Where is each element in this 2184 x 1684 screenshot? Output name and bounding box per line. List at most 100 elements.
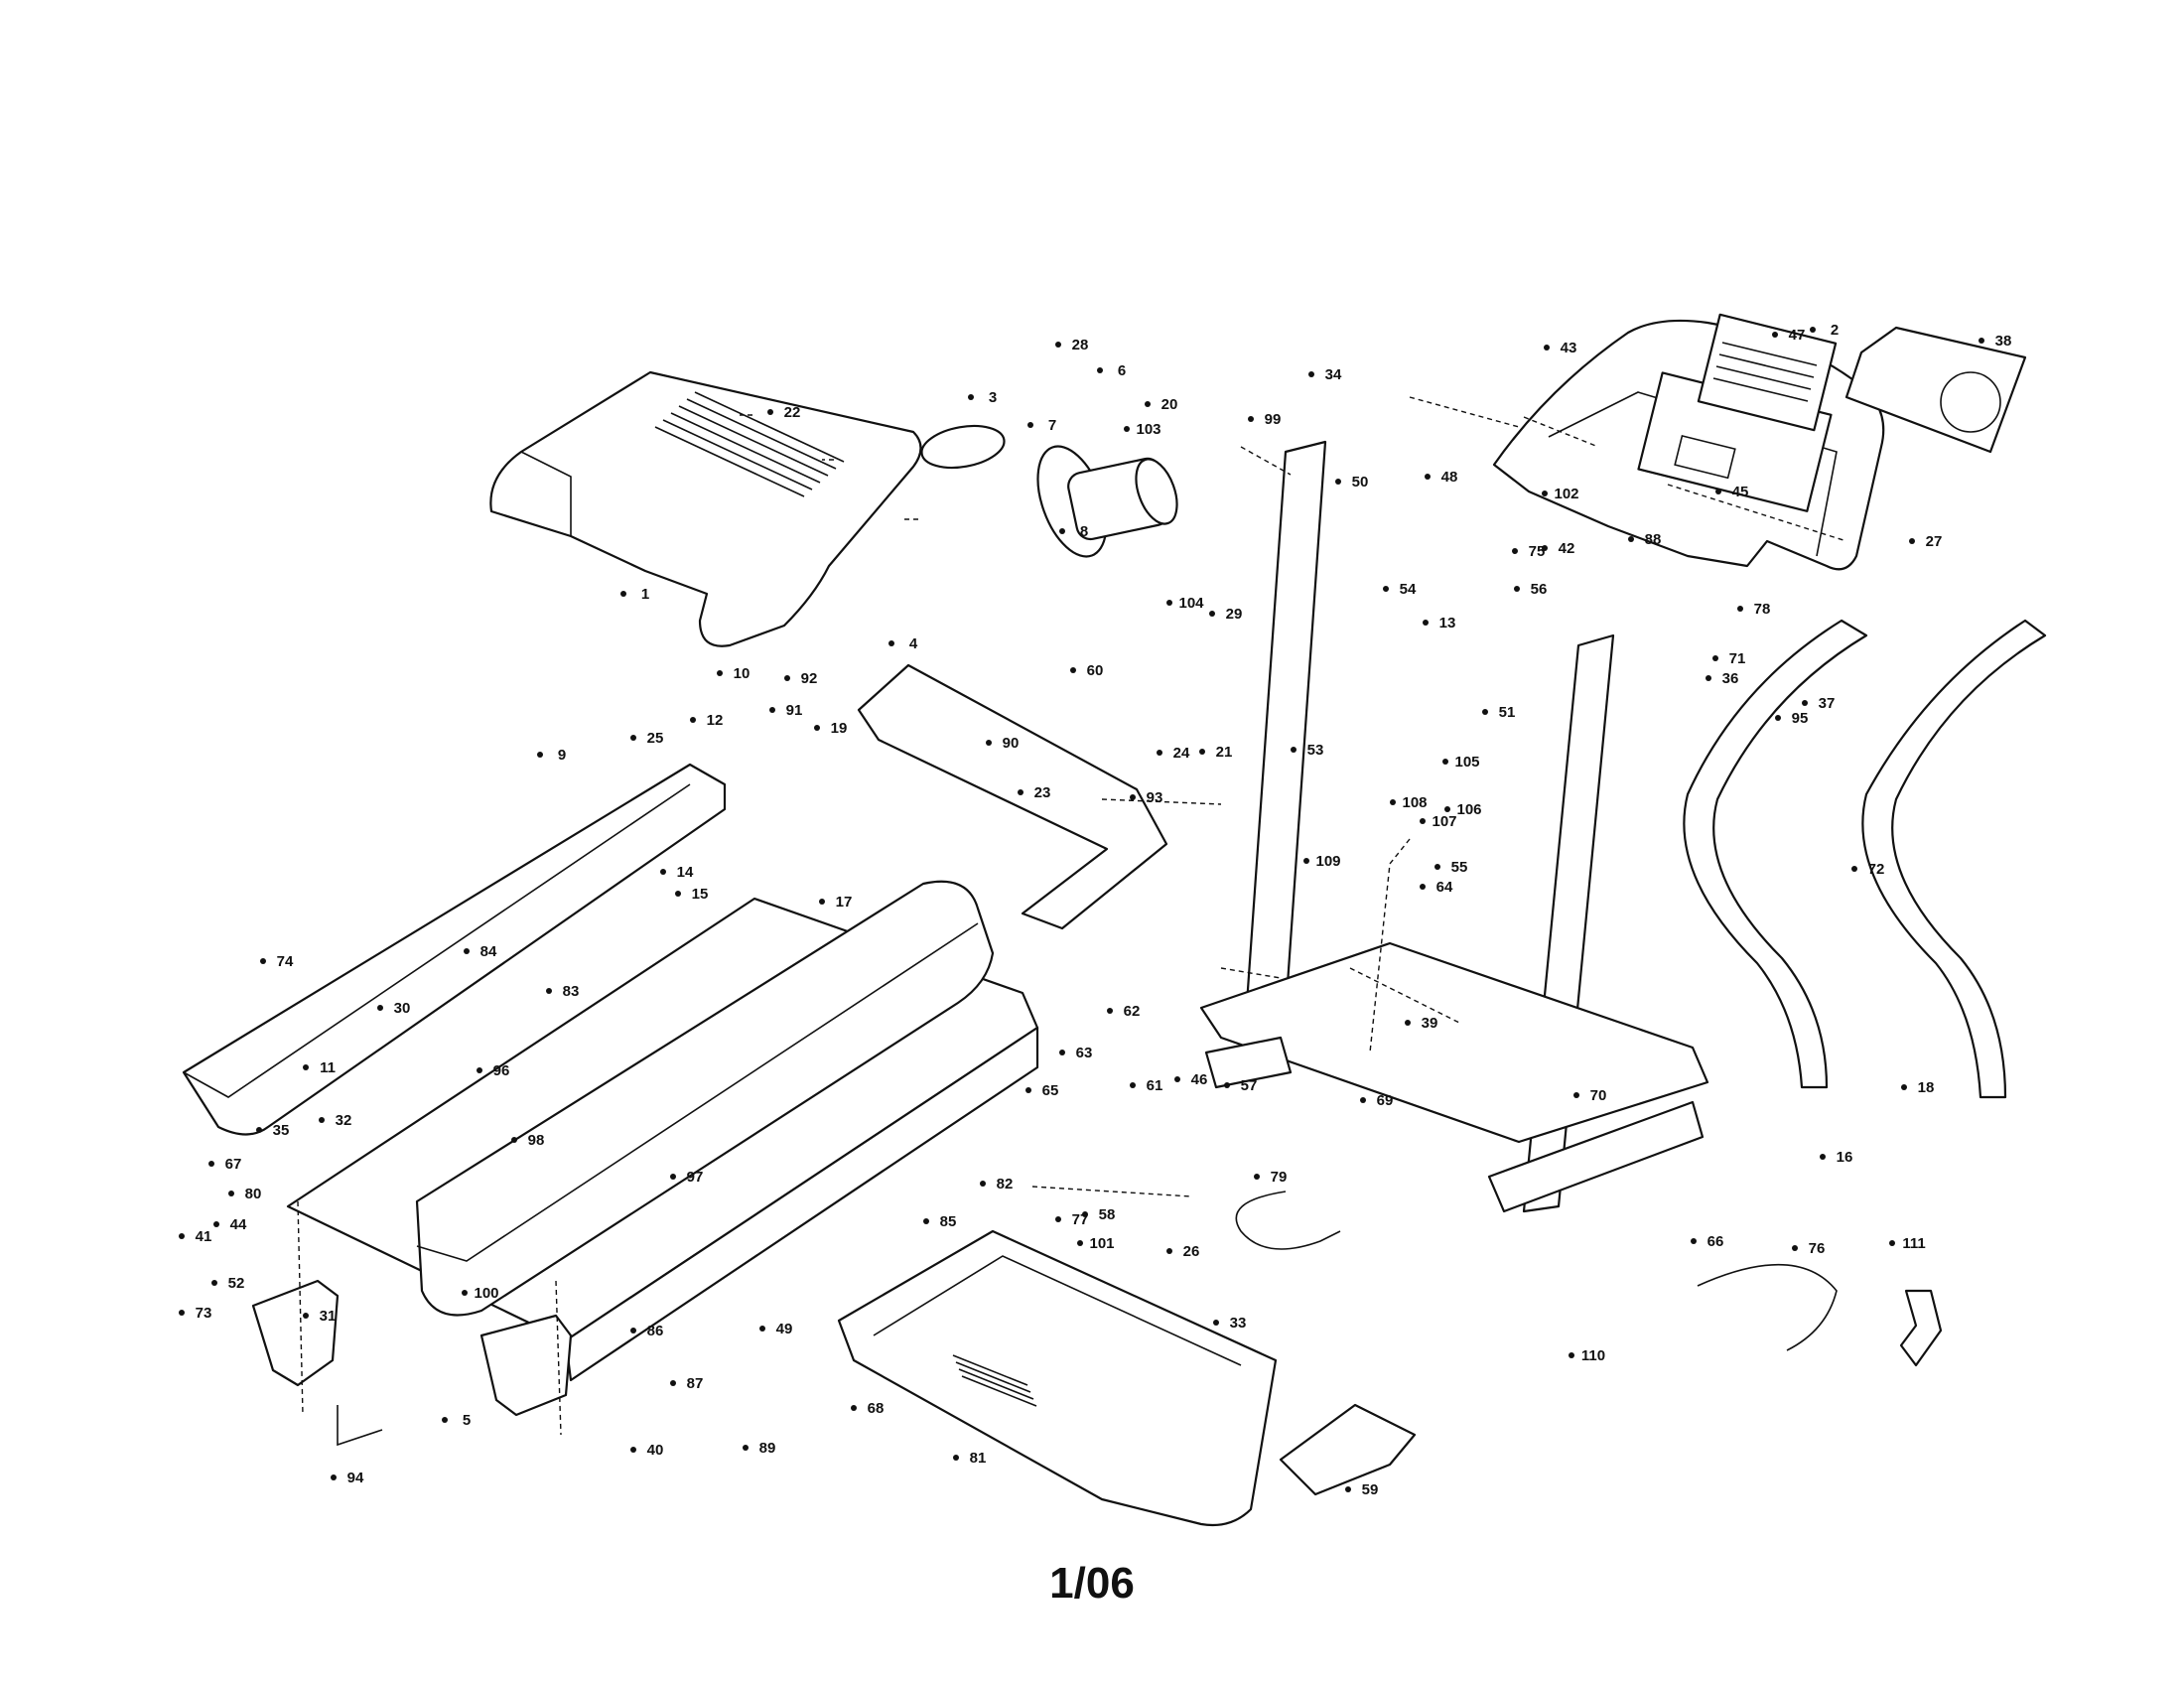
callout-87: 87 <box>687 1375 704 1392</box>
callout-31: 31 <box>320 1308 337 1325</box>
callout-14: 14 <box>677 864 694 881</box>
callout-marker-93 <box>1130 794 1136 800</box>
frame <box>857 663 1168 930</box>
callout-50: 50 <box>1352 474 1369 491</box>
callout-marker-85 <box>923 1218 929 1224</box>
callout-55: 55 <box>1451 859 1468 876</box>
callout-32: 32 <box>336 1112 352 1129</box>
callout-marker-94 <box>331 1474 337 1480</box>
callout-marker-100 <box>462 1290 468 1296</box>
callout-marker-33 <box>1213 1320 1219 1326</box>
handrail-left <box>1683 619 1868 1089</box>
callout-20: 20 <box>1161 396 1178 413</box>
callout-12: 12 <box>707 712 724 729</box>
callout-19: 19 <box>831 720 848 737</box>
callout-86: 86 <box>647 1323 664 1339</box>
callout-77: 77 <box>1072 1211 1089 1228</box>
callout-marker-68 <box>851 1405 857 1411</box>
callout-marker-39 <box>1405 1020 1411 1026</box>
callout-marker-19 <box>814 725 820 731</box>
callout-81: 81 <box>970 1450 987 1467</box>
callout-marker-89 <box>743 1445 749 1451</box>
callout-71: 71 <box>1729 650 1746 667</box>
callout-marker-88 <box>1628 536 1634 542</box>
callout-67: 67 <box>225 1156 242 1173</box>
callout-75: 75 <box>1529 543 1546 560</box>
callout-marker-83 <box>546 988 552 994</box>
callout-11: 11 <box>320 1059 336 1076</box>
callout-59: 59 <box>1362 1481 1379 1498</box>
callout-marker-72 <box>1851 866 1857 872</box>
callout-109: 109 <box>1315 853 1340 870</box>
callout-marker-35 <box>256 1127 262 1133</box>
callout-marker-62 <box>1107 1008 1113 1014</box>
callout-marker-90 <box>986 740 992 746</box>
callout-marker-29 <box>1209 611 1215 617</box>
callout-93: 93 <box>1147 789 1163 806</box>
callout-marker-97 <box>670 1174 676 1180</box>
callout-marker-99 <box>1248 416 1254 422</box>
callout-45: 45 <box>1732 484 1749 500</box>
base-frame <box>1199 941 1709 1213</box>
callout-marker-46 <box>1174 1076 1180 1082</box>
end-cap-left <box>251 1279 340 1387</box>
callout-103: 103 <box>1136 421 1160 438</box>
callout-64: 64 <box>1436 879 1453 896</box>
callout-marker-22 <box>767 409 773 415</box>
leader-lines <box>297 396 1847 1436</box>
callout-marker-82 <box>980 1181 986 1187</box>
callout-84: 84 <box>480 943 497 960</box>
callout-marker-105 <box>1442 759 1448 765</box>
callout-marker-18 <box>1901 1084 1907 1090</box>
callout-marker-74 <box>260 958 266 964</box>
bracket <box>337 1405 383 1447</box>
callout-marker-57 <box>1224 1082 1230 1088</box>
handrail-right <box>1861 619 2047 1099</box>
callout-108: 108 <box>1402 794 1427 811</box>
callout-35: 35 <box>273 1122 290 1139</box>
callout-82: 82 <box>997 1176 1014 1193</box>
callout-57: 57 <box>1241 1077 1258 1094</box>
callout-110: 110 <box>1581 1347 1605 1364</box>
callout-marker-76 <box>1792 1245 1798 1251</box>
callout-marker-98 <box>511 1137 517 1143</box>
callout-marker-79 <box>1254 1174 1260 1180</box>
callout-7: 7 <box>1048 417 1056 434</box>
drive-belt <box>920 424 1006 470</box>
page-number: 1/06 <box>1049 1559 1135 1608</box>
controller <box>1279 1403 1417 1496</box>
callout-marker-95 <box>1775 715 1781 721</box>
callout-10: 10 <box>734 665 751 682</box>
callout-56: 56 <box>1531 581 1548 598</box>
callout-46: 46 <box>1191 1071 1208 1088</box>
callout-9: 9 <box>558 747 566 764</box>
callout-marker-3 <box>968 394 974 400</box>
callout-marker-1 <box>620 591 626 597</box>
callout-79: 79 <box>1271 1169 1288 1186</box>
base-pan <box>837 1229 1278 1527</box>
callout-38: 38 <box>1995 333 2012 350</box>
callout-58: 58 <box>1099 1206 1116 1223</box>
callout-marker-108 <box>1390 799 1396 805</box>
callout-marker-61 <box>1130 1082 1136 1088</box>
callout-marker-66 <box>1691 1238 1697 1244</box>
callout-66: 66 <box>1707 1233 1724 1250</box>
callout-marker-80 <box>228 1191 234 1196</box>
callout-marker-69 <box>1360 1097 1366 1103</box>
callout-marker-52 <box>211 1280 217 1286</box>
callout-24: 24 <box>1173 745 1190 762</box>
callout-47: 47 <box>1789 327 1806 344</box>
callout-3: 3 <box>989 389 997 406</box>
callout-marker-47 <box>1772 332 1778 338</box>
callout-marker-13 <box>1423 620 1429 626</box>
callout-94: 94 <box>347 1470 364 1486</box>
callout-2: 2 <box>1831 322 1839 339</box>
callout-marker-4 <box>888 640 894 646</box>
callout-37: 37 <box>1819 695 1836 712</box>
callout-85: 85 <box>940 1213 957 1230</box>
callout-marker-42 <box>1542 545 1548 551</box>
callout-65: 65 <box>1042 1082 1059 1099</box>
callout-41: 41 <box>196 1228 212 1245</box>
callout-43: 43 <box>1561 340 1577 356</box>
